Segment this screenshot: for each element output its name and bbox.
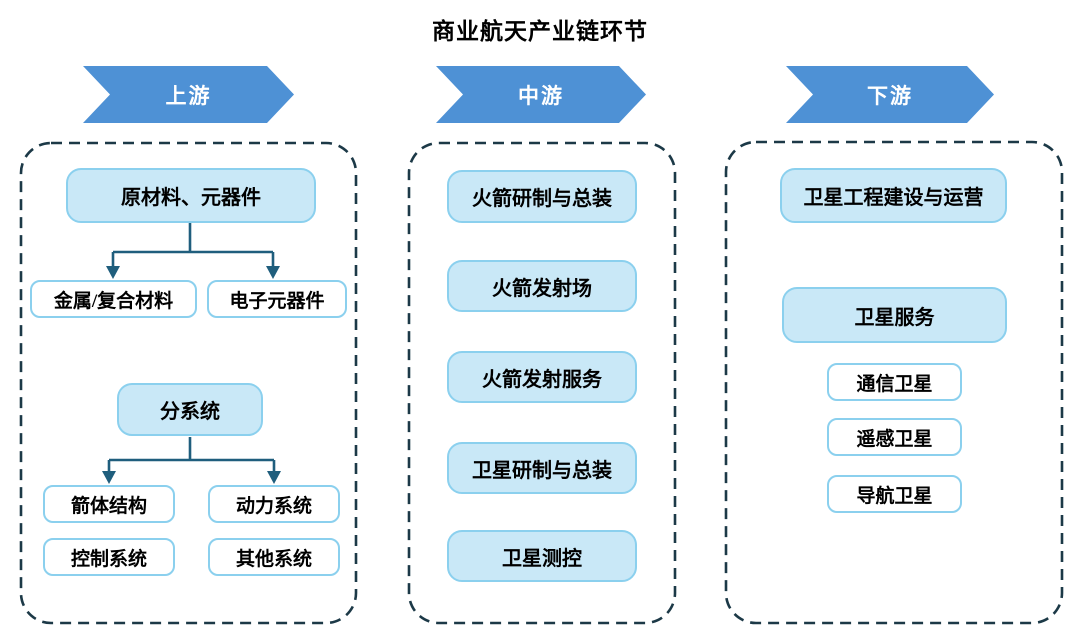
node-metal-composite-materials: 金属/复合材料 — [30, 280, 197, 318]
chevron-midstream-label: 中游 — [518, 83, 564, 108]
tree1-arrowhead-right — [266, 266, 280, 279]
tree2-arrowhead-left — [102, 471, 116, 484]
chevron-downstream: 下游 — [786, 66, 994, 123]
chevron-upstream: 上游 — [83, 66, 294, 123]
node-communication-satellite: 通信卫星 — [827, 363, 962, 401]
node-satellite-engineering-operation: 卫星工程建设与运营 — [780, 168, 1007, 223]
node-subsystems: 分系统 — [117, 383, 263, 436]
chevron-downstream-label: 下游 — [867, 83, 913, 108]
node-rocket-body-structure: 箭体结构 — [43, 485, 175, 523]
node-rocket-launch-site: 火箭发射场 — [447, 260, 637, 312]
tree1-arrowhead-left — [106, 266, 120, 279]
chevron-upstream-label: 上游 — [165, 83, 212, 108]
node-control-system: 控制系统 — [43, 538, 175, 576]
node-remote-sensing-satellite: 遥感卫星 — [827, 418, 962, 456]
node-rocket-development-assembly: 火箭研制与总装 — [447, 170, 637, 223]
node-other-systems: 其他系统 — [208, 538, 340, 576]
node-navigation-satellite: 导航卫星 — [827, 475, 962, 513]
node-raw-materials-components: 原材料、元器件 — [66, 168, 316, 223]
tree1-connector-lines — [111, 223, 275, 268]
node-satellite-tt-and-c: 卫星测控 — [447, 530, 637, 582]
chevron-midstream: 中游 — [436, 66, 646, 123]
tree2-connector-lines — [107, 437, 276, 473]
node-propulsion-system: 动力系统 — [208, 485, 340, 523]
diagram-title: 商业航天产业链环节 — [432, 19, 648, 44]
tree2-arrowhead-right — [267, 471, 281, 484]
node-satellite-services: 卫星服务 — [782, 287, 1007, 343]
node-rocket-launch-service: 火箭发射服务 — [447, 351, 637, 403]
node-electronic-components: 电子元器件 — [207, 280, 347, 318]
node-satellite-development-assembly: 卫星研制与总装 — [447, 442, 637, 494]
